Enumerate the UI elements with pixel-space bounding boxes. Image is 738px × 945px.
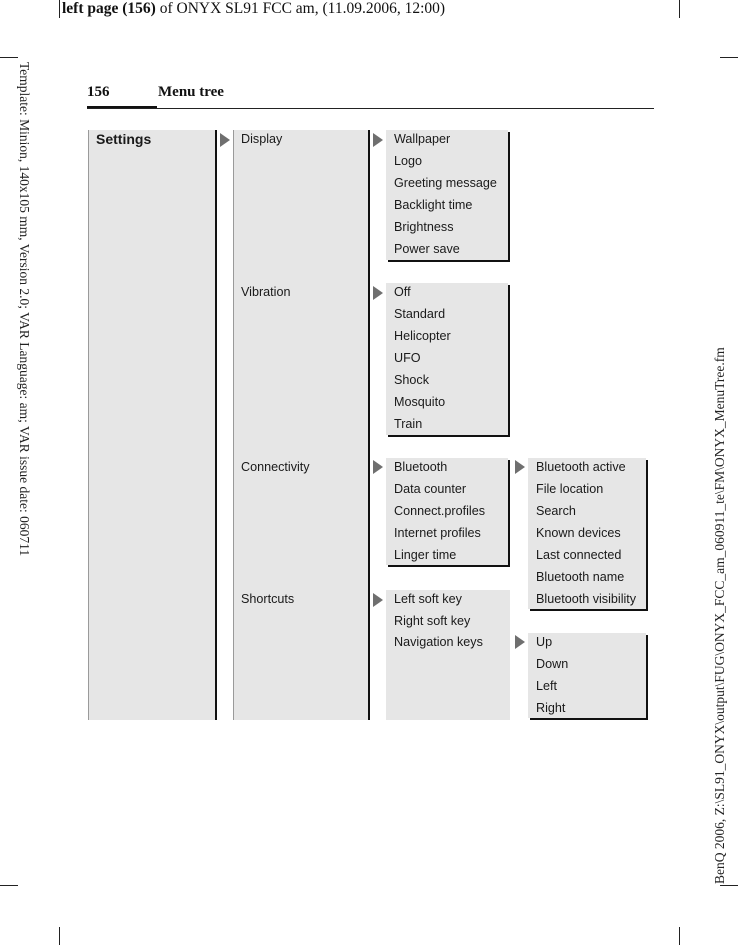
menu-item: Bluetooth: [394, 460, 448, 474]
menu-item: Known devices: [536, 526, 621, 540]
menu-item: Mosquito: [394, 395, 446, 409]
menu-item: Logo: [394, 154, 423, 168]
section-title: Menu tree: [158, 84, 224, 100]
menu-item: Linger time: [394, 548, 457, 562]
menu-item: Connect.profiles: [394, 504, 486, 518]
menu-item: Off: [394, 285, 411, 299]
header-title-rest: of ONYX SL91 FCC am, (11.09.2006, 12:00): [155, 0, 446, 17]
menu-item: Bluetooth visibility: [536, 592, 637, 606]
bluetooth-submenu: [528, 458, 646, 609]
menu-item-display: Display: [241, 132, 283, 146]
menu-item: Left soft key: [394, 592, 462, 606]
menu-item: Navigation keys: [394, 635, 483, 649]
arrow-right-icon: [515, 635, 525, 649]
header-rule: [87, 108, 654, 109]
menu-item: UFO: [394, 351, 421, 365]
crop-mark: [679, 0, 680, 18]
crop-mark: [59, 0, 60, 18]
menu-item: Train: [394, 417, 423, 431]
connectivity-submenu: [386, 458, 508, 565]
menu-item: Left: [536, 679, 558, 693]
crop-mark: [720, 57, 738, 58]
menu-item: Bluetooth active: [536, 460, 626, 474]
crop-mark: [59, 927, 60, 945]
menu-item: Last connected: [536, 548, 622, 562]
crop-mark: [0, 57, 18, 58]
menu-item: Right soft key: [394, 614, 471, 628]
menu-item: Backlight time: [394, 198, 473, 212]
menu-item: Internet profiles: [394, 526, 481, 540]
menu-item: Down: [536, 657, 569, 671]
left-side-template-text: Template: Minion, 140x105 mm, Version 2.…: [17, 62, 32, 557]
menu-item: Greeting message: [394, 176, 497, 190]
menu-item: Right: [536, 701, 566, 715]
menu-item: Shock: [394, 373, 430, 387]
right-side-path-text: BenQ 2006, Z:\SL91_ONYX\output\FUG\ONYX_…: [712, 347, 727, 884]
document-header: left page (156) of ONYX SL91 FCC am, (11…: [62, 0, 445, 18]
arrow-right-icon: [220, 133, 230, 147]
menu-item: File location: [536, 482, 604, 496]
menu-item-connectivity: Connectivity: [241, 460, 310, 474]
menu-item: Brightness: [394, 220, 454, 234]
menu-item: Up: [536, 635, 553, 649]
menu-item-shortcuts: Shortcuts: [241, 592, 295, 606]
crop-mark: [679, 927, 680, 945]
menu-item: Search: [536, 504, 576, 518]
shortcuts-submenu: [386, 590, 510, 720]
arrow-right-icon: [515, 460, 525, 474]
arrow-right-icon: [373, 286, 383, 300]
vibration-submenu: [386, 283, 508, 435]
display-submenu: [386, 130, 508, 260]
arrow-right-icon: [373, 460, 383, 474]
header-title-bold: left page (156): [62, 0, 156, 17]
header-accent-rule: [87, 106, 157, 109]
menu-root-settings: Settings: [96, 131, 152, 147]
menu-item: Standard: [394, 307, 446, 321]
page-number: 156: [87, 84, 110, 100]
menu-item: Power save: [394, 242, 460, 256]
menu-item: Bluetooth name: [536, 570, 625, 584]
settings-column: [88, 130, 217, 720]
arrow-right-icon: [373, 593, 383, 607]
menu-item-vibration: Vibration: [241, 285, 291, 299]
navigation-keys-submenu: [528, 633, 646, 718]
crop-mark: [0, 885, 18, 886]
arrow-right-icon: [373, 133, 383, 147]
crop-mark: [720, 885, 738, 886]
menu-item: Helicopter: [394, 329, 451, 343]
menu-item: Data counter: [394, 482, 467, 496]
level1-column: [233, 130, 370, 720]
menu-item: Wallpaper: [394, 132, 451, 146]
